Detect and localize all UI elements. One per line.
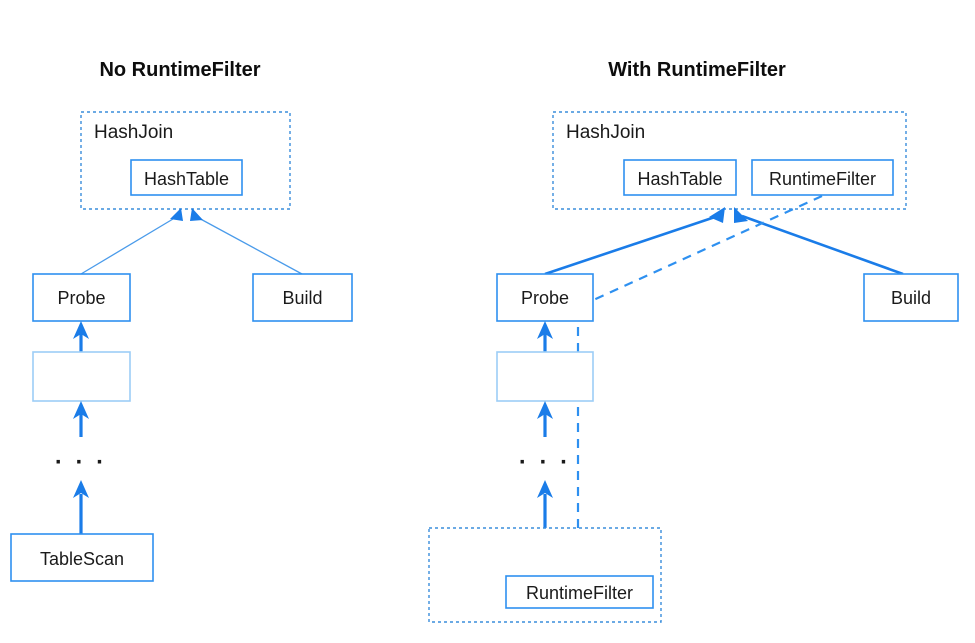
left-edge-build-to-hashjoin (194, 215, 303, 275)
right-arrowhead-ellipsis-to-blank (537, 401, 553, 419)
right-hashtable-box[interactable] (623, 159, 737, 196)
right-runtimefilter-box[interactable] (751, 159, 894, 196)
right-arrowhead-scan-to-ellipsis (537, 480, 553, 498)
left-tablescan-box[interactable] (10, 533, 154, 582)
left-probe-label: Probe (57, 288, 105, 308)
right-panel: With RuntimeFilter HashJoin HashTable Ru… (428, 59, 959, 623)
right-hashtable-label: HashTable (637, 169, 722, 189)
left-arrowhead-ellipsis-to-blank (73, 401, 89, 419)
left-build-box[interactable] (252, 273, 353, 322)
right-edge-runtimefilter-feedback (576, 194, 823, 575)
right-probe-label: Probe (521, 288, 569, 308)
right-arrowhead-probe-to-hashjoin (709, 207, 725, 223)
left-panel: No RuntimeFilter HashJoin HashTable Prob… (10, 59, 353, 582)
right-blank-operator-box[interactable] (496, 351, 594, 402)
left-panel-title: No RuntimeFilter (99, 59, 260, 81)
right-arrowhead-build-to-hashjoin (734, 207, 748, 223)
left-edge-probe-to-hashjoin (80, 215, 179, 275)
right-panel-title: With RuntimeFilter (608, 59, 786, 81)
right-bottom-runtimefilter-box[interactable] (505, 575, 654, 609)
right-arrowhead-blank-to-probe (537, 321, 553, 339)
right-bottom-runtimefilter-label: RuntimeFilter (526, 583, 633, 603)
left-hashjoin-group-label: HashJoin (94, 122, 173, 143)
left-arrowhead-tablescan-to-ellipsis (73, 480, 89, 498)
left-blank-operator-box[interactable] (32, 351, 131, 402)
right-hashjoin-group-label: HashJoin (566, 122, 645, 143)
left-arrowhead-build-to-hashjoin (190, 208, 203, 221)
right-ellipsis: · · · (519, 449, 571, 476)
left-hashtable-label: HashTable (144, 169, 229, 189)
left-arrowhead-probe-to-hashjoin (170, 208, 183, 221)
left-ellipsis: · · · (55, 449, 107, 476)
left-arrowhead-blank-to-probe (73, 321, 89, 339)
right-build-box[interactable] (863, 273, 959, 322)
left-probe-box[interactable] (32, 273, 131, 322)
right-runtimefilter-label: RuntimeFilter (769, 169, 876, 189)
right-edge-probe-to-hashjoin (544, 214, 719, 276)
left-build-label: Build (282, 288, 322, 308)
left-tablescan-label: TableScan (40, 549, 124, 569)
left-hashtable-box[interactable] (130, 159, 243, 196)
right-edge-build-to-hashjoin (741, 214, 904, 276)
right-build-label: Build (891, 288, 931, 308)
